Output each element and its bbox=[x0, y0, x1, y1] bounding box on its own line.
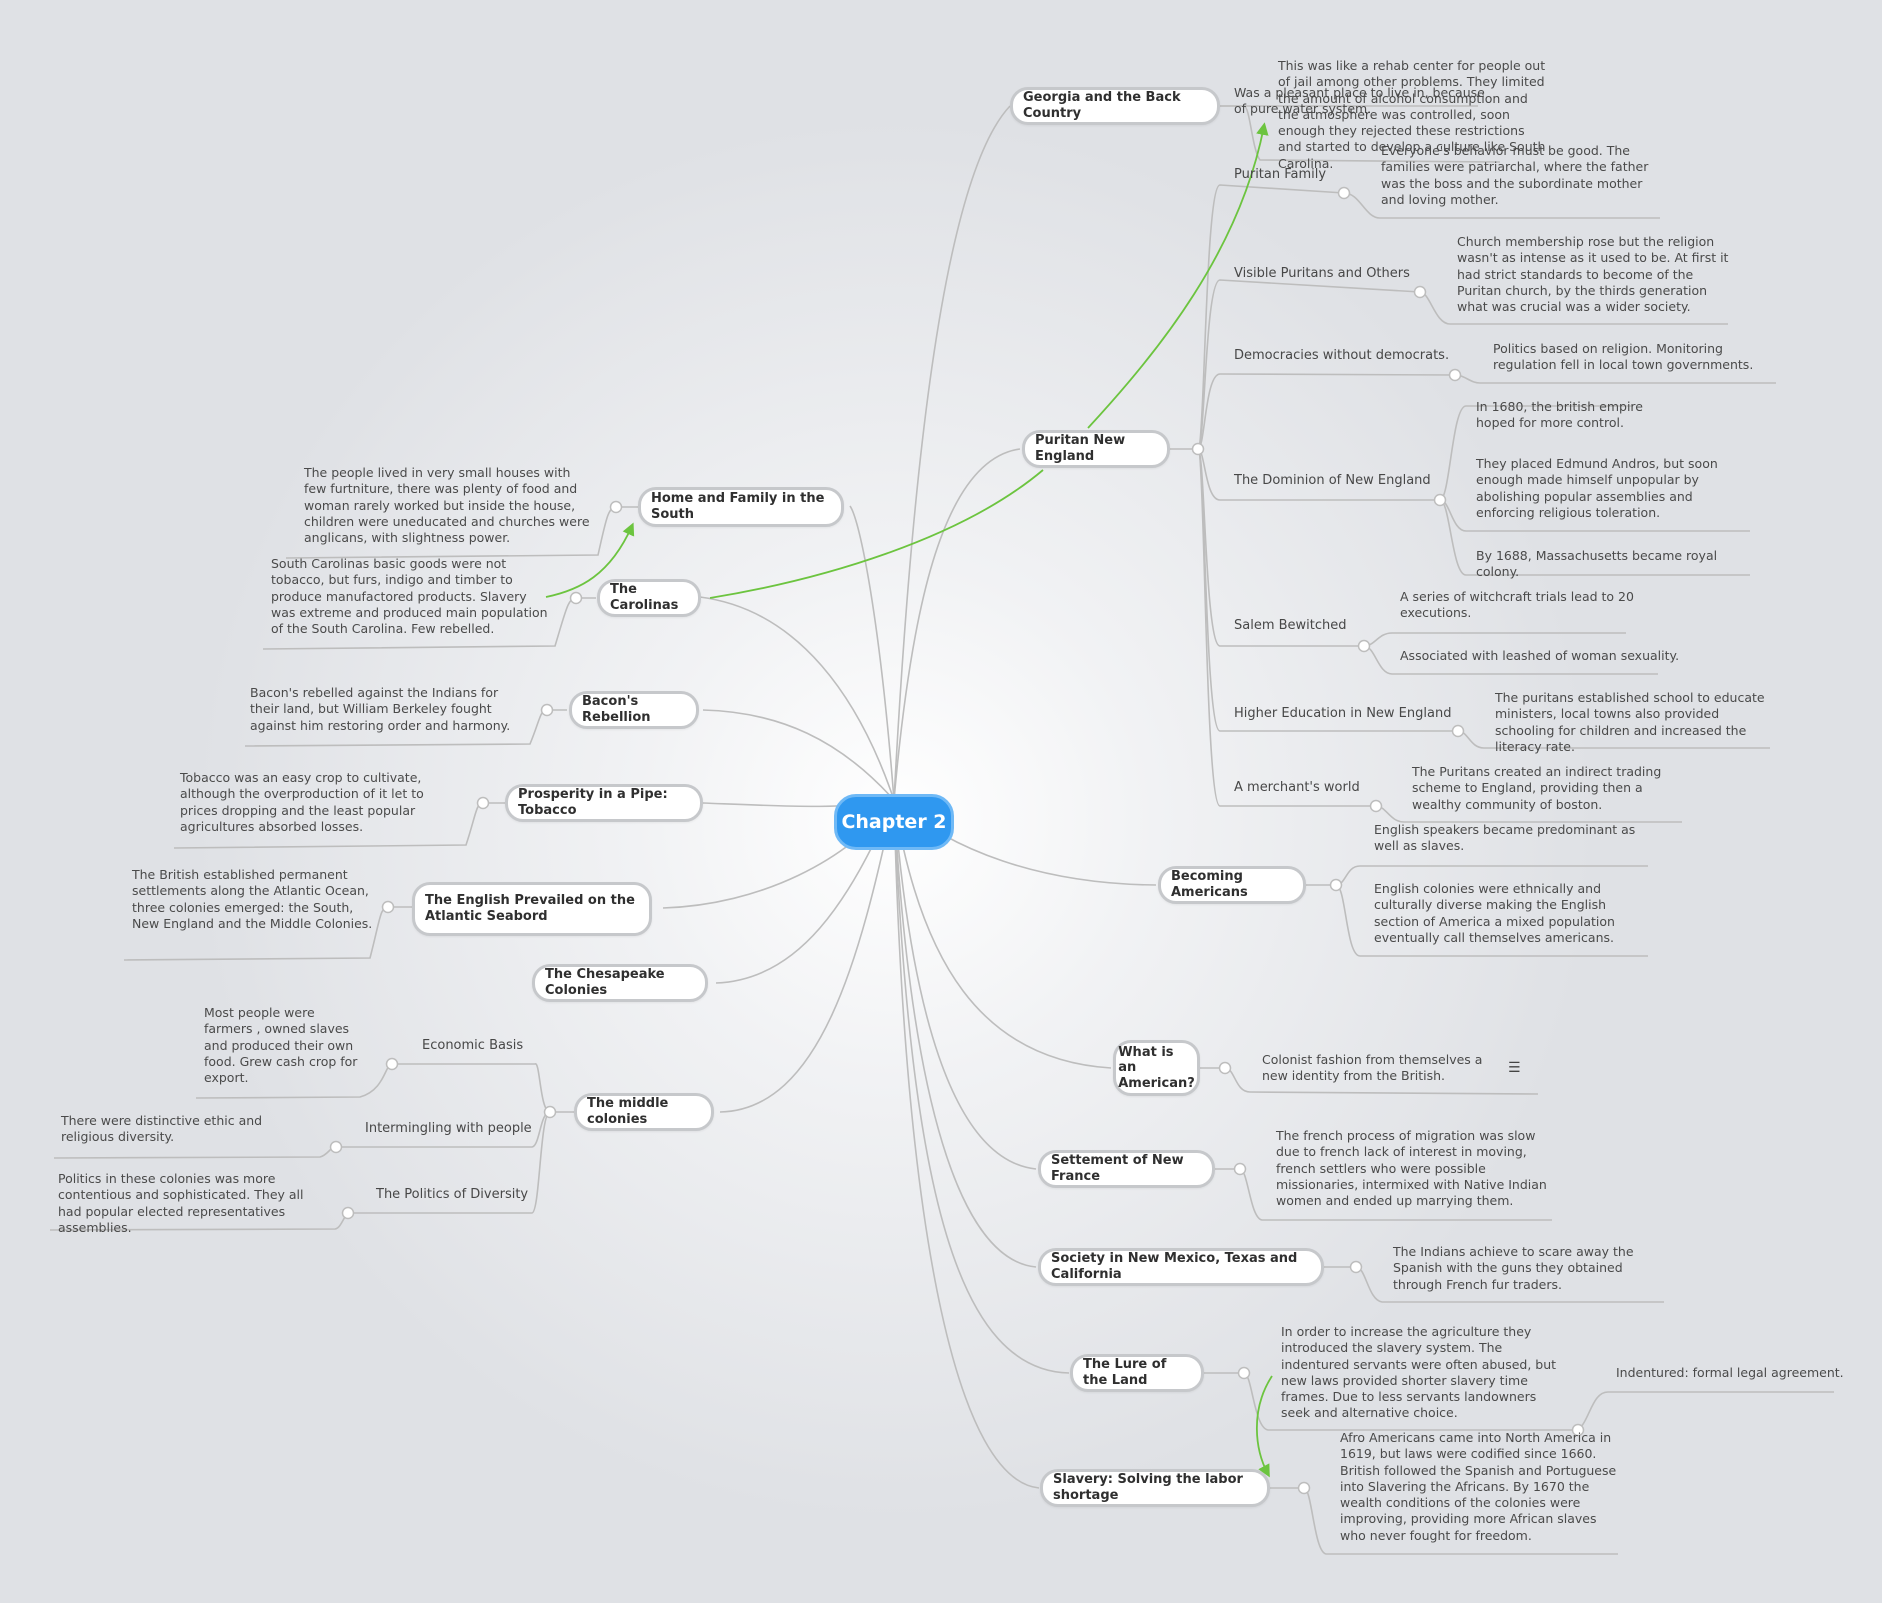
note-georgia-rehab: This was like a rehab center for people … bbox=[1278, 58, 1546, 171]
topic-society-new-mexico[interactable]: Society in New Mexico, Texas and Califor… bbox=[1038, 1248, 1324, 1286]
topic-home-and-family[interactable]: Home and Family in the South bbox=[638, 487, 844, 527]
note-lure-of-the-land: In order to increase the agriculture the… bbox=[1281, 1324, 1557, 1421]
subtopic-intermingling[interactable]: Intermingling with people bbox=[365, 1121, 532, 1136]
subtopic-visible-puritans[interactable]: Visible Puritans and Others bbox=[1234, 266, 1410, 281]
note-indentured: Indentured: formal legal agreement. bbox=[1616, 1365, 1844, 1380]
note-prosperity-tobacco: Tobacco was an easy crop to cultivate, a… bbox=[180, 770, 424, 834]
topic-georgia-back-country[interactable]: Georgia and the Back Country bbox=[1010, 87, 1220, 125]
note-higher-education: The puritans established school to educa… bbox=[1495, 690, 1765, 754]
topic-puritan-new-england[interactable]: Puritan New England bbox=[1022, 430, 1170, 468]
topic-slavery-labor-shortage[interactable]: Slavery: Solving the labor shortage bbox=[1040, 1469, 1270, 1507]
subtopic-higher-education[interactable]: Higher Education in New England bbox=[1234, 706, 1452, 721]
note-democracies: Politics based on religion. Monitoring r… bbox=[1493, 341, 1754, 373]
note-salem-sexuality: Associated with leashed of woman sexuali… bbox=[1400, 648, 1680, 663]
notes-icon[interactable]: ☰ bbox=[1508, 1060, 1521, 1076]
note-english-prevailed: The British established permanent settle… bbox=[132, 867, 373, 931]
note-new-france: The french process of migration was slow… bbox=[1276, 1128, 1547, 1209]
note-intermingling: There were distinctive ethic and religio… bbox=[61, 1113, 263, 1145]
note-what-is-an-american: Colonist fashion from themselves a new i… bbox=[1262, 1052, 1483, 1084]
subtopic-democracies[interactable]: Democracies without democrats. bbox=[1234, 348, 1450, 363]
note-becoming-diverse: English colonies were ethnically and cul… bbox=[1374, 881, 1615, 945]
subtopic-merchants-world[interactable]: A merchant's world bbox=[1234, 780, 1360, 795]
note-politics-of-diversity: Politics in these colonies was more cont… bbox=[58, 1171, 304, 1235]
note-salem-trials: A series of witchcraft trials lead to 20… bbox=[1400, 589, 1634, 621]
subtopic-economic-basis[interactable]: Economic Basis bbox=[422, 1038, 524, 1053]
topic-bacons-rebellion[interactable]: Bacon's Rebellion bbox=[569, 691, 699, 729]
note-bacons-rebellion: Bacon's rebelled against the Indians for… bbox=[250, 685, 511, 733]
topic-chesapeake-colonies[interactable]: The Chesapeake Colonies bbox=[532, 964, 708, 1002]
note-merchants-world: The Puritans created an indirect trading… bbox=[1412, 764, 1662, 812]
note-slavery: Afro Americans came into North America i… bbox=[1340, 1430, 1617, 1543]
topic-lure-of-the-land[interactable]: The Lure of the Land bbox=[1070, 1354, 1204, 1392]
topic-prosperity-tobacco[interactable]: Prosperity in a Pipe: Tobacco bbox=[505, 784, 703, 822]
topic-the-carolinas[interactable]: The Carolinas bbox=[597, 579, 701, 617]
topic-settlement-new-france[interactable]: Settement of New France bbox=[1038, 1150, 1215, 1188]
note-becoming-speakers: English speakers became predominant as w… bbox=[1374, 822, 1636, 854]
topic-middle-colonies[interactable]: The middle colonies bbox=[574, 1093, 714, 1131]
note-puritan-family: Everyone's behavior must be good. The fa… bbox=[1381, 143, 1649, 207]
topic-english-prevailed[interactable]: The English Prevailed on the Atlantic Se… bbox=[412, 882, 652, 936]
note-dominion-1688: By 1688, Massachusetts became royal colo… bbox=[1476, 548, 1718, 580]
subtopic-puritan-family[interactable]: Puritan Family bbox=[1234, 167, 1327, 182]
note-dominion-1680: In 1680, the british empire hoped for mo… bbox=[1476, 399, 1643, 431]
topic-what-is-an-american[interactable]: What is an American? bbox=[1113, 1040, 1200, 1096]
subtopic-salem-bewitched[interactable]: Salem Bewitched bbox=[1234, 618, 1347, 633]
subtopic-dominion-new-england[interactable]: The Dominion of New England bbox=[1234, 473, 1431, 488]
note-the-carolinas: South Carolinas basic goods were not tob… bbox=[271, 556, 548, 637]
subtopic-georgia-pleasant-place: Was a pleasant place to live in, because… bbox=[1234, 85, 1485, 117]
topic-becoming-americans[interactable]: Becoming Americans bbox=[1158, 866, 1306, 904]
note-home-and-family: The people lived in very small houses wi… bbox=[304, 465, 590, 546]
subtopic-politics-of-diversity[interactable]: The Politics of Diversity bbox=[376, 1187, 529, 1202]
note-dominion-andros: They placed Edmund Andros, but soon enou… bbox=[1476, 456, 1718, 520]
note-economic-basis: Most people were farmers , owned slaves … bbox=[204, 1005, 358, 1086]
note-visible-puritans: Church membership rose but the religion … bbox=[1457, 234, 1729, 315]
note-new-mexico: The Indians achieve to scare away the Sp… bbox=[1393, 1244, 1634, 1292]
central-topic[interactable]: Chapter 2 bbox=[834, 794, 954, 850]
